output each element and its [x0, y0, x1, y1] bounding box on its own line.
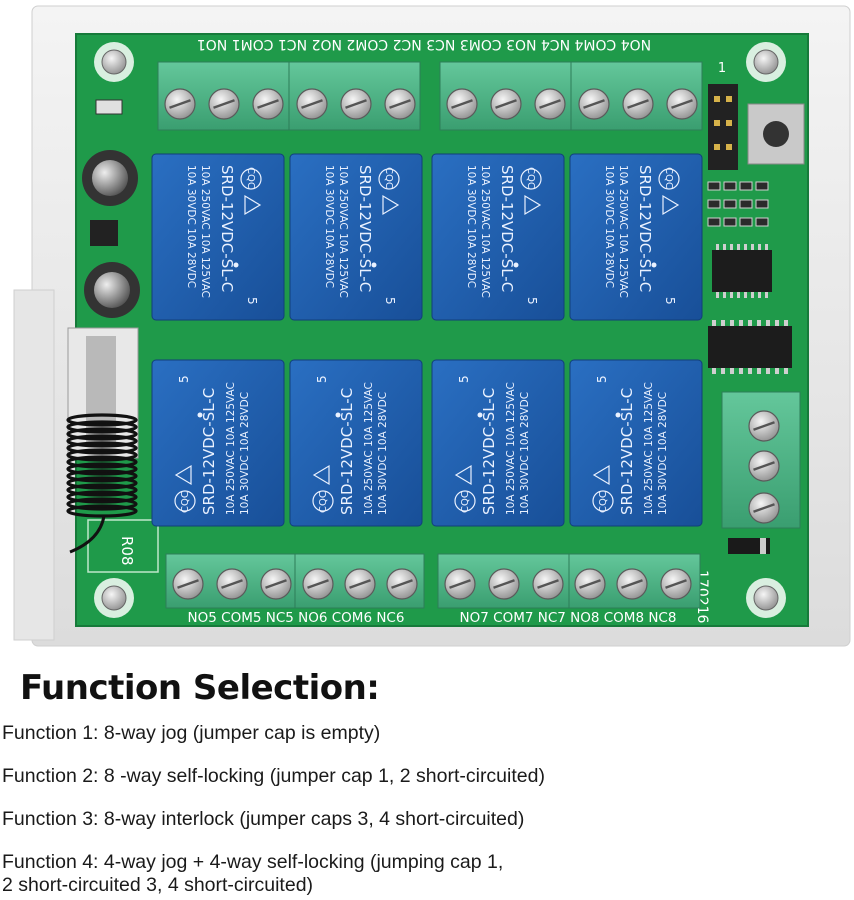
top-terminal-block-left — [157, 61, 421, 131]
bottom-left-terminal-labels: NO5 COM5 NC5 NO6 COM6 NC6 — [188, 610, 405, 626]
svg-text:10A 30VDC 10A 28VDC: 10A 30VDC 10A 28VDC — [519, 392, 531, 515]
function-3-text: Function 3: 8-way interlock (jumper caps… — [2, 808, 525, 830]
small-component — [95, 99, 123, 115]
ic-chip-lower — [708, 326, 792, 368]
bottom-terminal-screws — [172, 568, 692, 600]
mounting-screws — [94, 42, 786, 618]
svg-text:5: 5 — [315, 375, 329, 383]
relay-board-image: NO4 COM4 NC4 NO3 COM3 NC3 NC2 COM2 NO2 N… — [13, 5, 851, 647]
ic-chip-upper-pins — [716, 244, 768, 298]
svg-text:10A 30VDC 10A 28VDC: 10A 30VDC 10A 28VDC — [465, 165, 477, 288]
svg-text:10A 30VDC 10A 28VDC: 10A 30VDC 10A 28VDC — [603, 165, 615, 288]
svg-text:SRD-12VDC-SL-C: SRD-12VDC-SL-C — [480, 388, 498, 515]
svg-text:SRD-12VDC-SL-C: SRD-12VDC-SL-C — [618, 388, 636, 515]
learn-button — [747, 103, 805, 165]
svg-text:CQC: CQC — [180, 491, 191, 513]
pcb — [75, 33, 809, 627]
svg-text:SRD-12VDC-SL-C: SRD-12VDC-SL-C — [356, 165, 374, 292]
svg-text:SRD-12VDC-SL-C: SRD-12VDC-SL-C — [200, 388, 218, 515]
capacitor-bottom — [84, 262, 140, 318]
bottom-right-terminal-labels: NO7 COM7 NC7 NO8 COM8 NC8 — [460, 610, 677, 626]
function-2-text: Function 2: 8 -way self-locking (jumper … — [2, 765, 545, 787]
top-terminal-block-right — [439, 61, 703, 131]
antenna-coil — [66, 413, 138, 554]
pcb-code: R08 — [118, 536, 136, 566]
svg-text:CQC: CQC — [383, 167, 394, 189]
svg-text:10A 250VAC 10A 125VAC: 10A 250VAC 10A 125VAC — [617, 165, 629, 298]
function-4-line-2: 2 short-circuited 3, 4 short-circuited) — [2, 874, 314, 896]
bottom-terminal-block-right — [437, 553, 701, 609]
svg-text:5: 5 — [245, 297, 259, 305]
bottom-terminal-block-left — [165, 553, 425, 609]
function-selection-heading: Function Selection: — [20, 668, 380, 708]
svg-text:10A 30VDC 10A 28VDC: 10A 30VDC 10A 28VDC — [323, 165, 335, 288]
diode-band — [760, 538, 766, 554]
smd-resistor-array — [707, 181, 769, 227]
svg-text:5: 5 — [177, 375, 191, 383]
svg-text:SRD-12VDC-SL-C: SRD-12VDC-SL-C — [498, 165, 516, 292]
top-terminal-labels: NO4 COM4 NC4 NO3 COM3 NC3 NC2 COM2 NO2 N… — [197, 36, 651, 52]
svg-text:10A 250VAC 10A 125VAC: 10A 250VAC 10A 125VAC — [643, 382, 655, 515]
svg-text:SRD-12VDC-SL-C: SRD-12VDC-SL-C — [218, 165, 236, 292]
svg-text:10A 250VAC 10A 125VAC: 10A 250VAC 10A 125VAC — [505, 382, 517, 515]
svg-text:10A 30VDC 10A 28VDC: 10A 30VDC 10A 28VDC — [239, 392, 251, 515]
svg-text:SRD-12VDC-SL-C: SRD-12VDC-SL-C — [636, 165, 654, 292]
svg-text:10A 250VAC 10A 125VAC: 10A 250VAC 10A 125VAC — [337, 165, 349, 298]
svg-text:10A 250VAC 10A 125VAC: 10A 250VAC 10A 125VAC — [363, 382, 375, 515]
svg-text:10A 250VAC 10A 125VAC: 10A 250VAC 10A 125VAC — [479, 165, 491, 298]
function-4-text: Function 4: 4-way jog + 4-way self-locki… — [2, 851, 503, 897]
power-terminal-screws — [748, 410, 780, 524]
svg-text:10A 250VAC 10A 125VAC: 10A 250VAC 10A 125VAC — [199, 165, 211, 298]
antenna-pad — [87, 519, 159, 573]
svg-text:10A 250VAC 10A 125VAC: 10A 250VAC 10A 125VAC — [225, 382, 237, 515]
svg-text:10A 30VDC 10A 28VDC: 10A 30VDC 10A 28VDC — [377, 392, 389, 515]
function-1-text: Function 1: 8-way jog (jumper cap is emp… — [2, 722, 381, 744]
svg-text:CQC: CQC — [525, 167, 536, 189]
svg-text:10A 30VDC 10A 28VDC: 10A 30VDC 10A 28VDC — [185, 165, 197, 288]
svg-text:SRD-12VDC-SL-C: SRD-12VDC-SL-C — [338, 388, 356, 515]
ic-chip-lower-pins — [712, 320, 788, 374]
top-terminal-screws — [164, 88, 698, 120]
svg-text:5: 5 — [457, 375, 471, 383]
svg-text:5: 5 — [663, 297, 677, 305]
svg-text:CQC: CQC — [598, 491, 609, 513]
svg-text:10A 30VDC 10A 28VDC: 10A 30VDC 10A 28VDC — [657, 392, 669, 515]
ic-chip-upper — [712, 250, 772, 292]
svg-text:CQC: CQC — [245, 167, 256, 189]
relay-board-svg: NO4 COM4 NC4 NO3 COM3 NC3 NC2 COM2 NO2 N… — [13, 5, 851, 647]
svg-text:5: 5 — [383, 297, 397, 305]
jumper-header — [708, 84, 738, 170]
capacitor-top — [82, 150, 138, 206]
jumper-pins — [714, 96, 732, 150]
smd-chip — [90, 220, 118, 246]
svg-text:CQC: CQC — [460, 491, 471, 513]
svg-text:CQC: CQC — [318, 491, 329, 513]
function-4-line-1: Function 4: 4-way jog + 4-way self-locki… — [2, 851, 504, 873]
jumper-label: 1 — [718, 61, 726, 76]
diode — [728, 538, 770, 554]
enclosure-left-tab — [13, 289, 55, 641]
svg-text:5: 5 — [525, 297, 539, 305]
svg-text:CQC: CQC — [663, 167, 674, 189]
svg-text:5: 5 — [595, 375, 609, 383]
